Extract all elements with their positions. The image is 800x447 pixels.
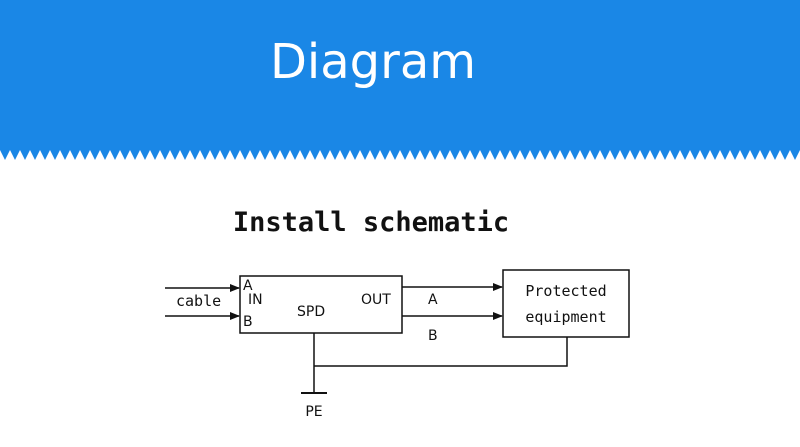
banner-zigzag-edge: [0, 150, 800, 162]
cable-label: cable: [176, 292, 221, 310]
spd-label: SPD: [297, 304, 325, 320]
output-b-label: B: [428, 328, 438, 344]
spd-in-label: IN: [248, 292, 263, 308]
spd-box: [239, 275, 403, 334]
spd-out-label: OUT: [361, 292, 391, 308]
equipment-label-line2: equipment: [525, 308, 606, 326]
spd-in-a-label: A: [243, 278, 253, 294]
equipment-ground-wire: [314, 337, 568, 367]
header-banner: Diagram: [0, 0, 800, 168]
spd-in-b-label: B: [243, 314, 253, 330]
protected-equipment-box: [502, 269, 630, 338]
ground-label: PE: [305, 404, 322, 420]
banner-fill: [0, 0, 800, 150]
equipment-label-line1: Protected: [525, 282, 606, 300]
output-a-label: A: [428, 292, 438, 308]
banner-title: Diagram: [269, 34, 477, 90]
schematic-title: Install schematic: [232, 207, 510, 238]
banner-background: [0, 0, 800, 162]
